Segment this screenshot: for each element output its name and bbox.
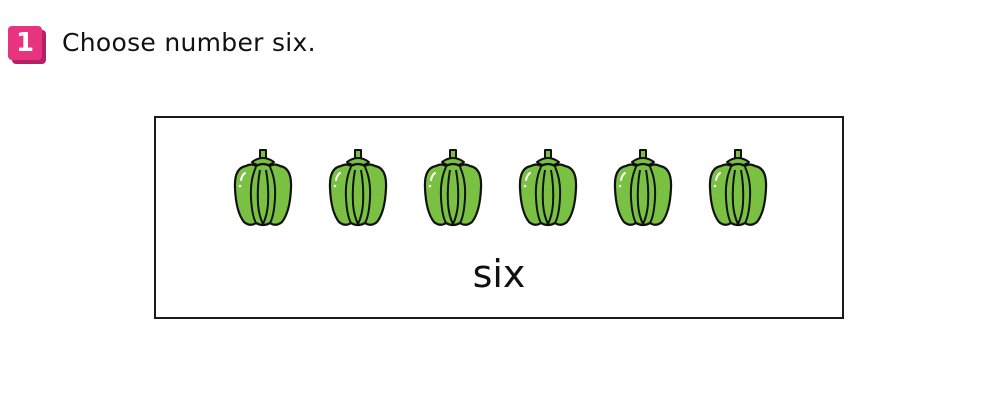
green-bell-pepper-icon: [515, 146, 581, 228]
green-bell-pepper-icon: [230, 146, 296, 228]
green-bell-pepper-icon: [610, 146, 676, 228]
answer-card[interactable]: six: [154, 116, 844, 319]
question-number: 1: [8, 26, 42, 60]
number-word: six: [472, 252, 526, 296]
green-bell-pepper-icon: [420, 146, 486, 228]
question-prompt: Choose number six.: [62, 28, 316, 57]
green-bell-pepper-icon: [705, 146, 771, 228]
green-bell-pepper-icon: [325, 146, 391, 228]
question-number-badge: 1: [8, 26, 46, 64]
pepper-row: [156, 146, 842, 230]
